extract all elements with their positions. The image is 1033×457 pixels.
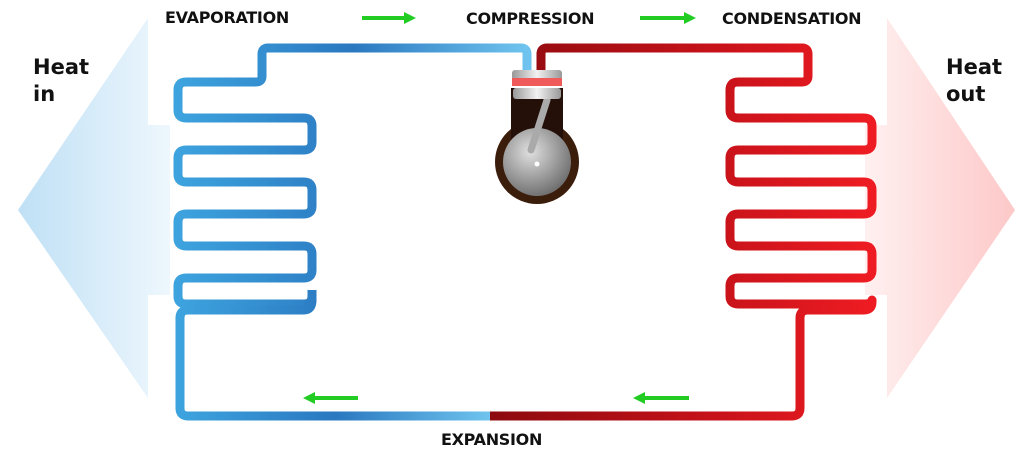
expansion-label: EXPANSION (441, 430, 543, 449)
flow-arrow-left-2 (633, 392, 689, 404)
flow-arrow-right-1 (362, 12, 416, 24)
heat-in-line1: Heat (33, 55, 90, 79)
heat-out-line2: out (946, 82, 986, 106)
heat-out-label: Heat out (946, 54, 1002, 108)
connecting-rod (527, 96, 551, 154)
evaporation-label: EVAPORATION (165, 8, 289, 27)
compression-label: COMPRESSION (466, 9, 595, 28)
evaporator-coil-pipe (173, 43, 532, 309)
condenser-coil-pipe (490, 43, 877, 421)
flow-arrow-right-2 (640, 12, 696, 24)
heat-out-line1: Heat (946, 55, 1003, 79)
heat-in-arrow (18, 18, 170, 398)
flow-arrow-left-1 (303, 392, 358, 404)
heat-out-arrow (865, 18, 1015, 398)
heat-in-label: Heat in (33, 54, 89, 108)
compressor (495, 70, 579, 204)
condensation-label: CONDENSATION (722, 9, 862, 28)
expansion-cold-pipe (175, 290, 490, 421)
piston (513, 88, 561, 99)
heat-in-line2: in (33, 82, 56, 106)
